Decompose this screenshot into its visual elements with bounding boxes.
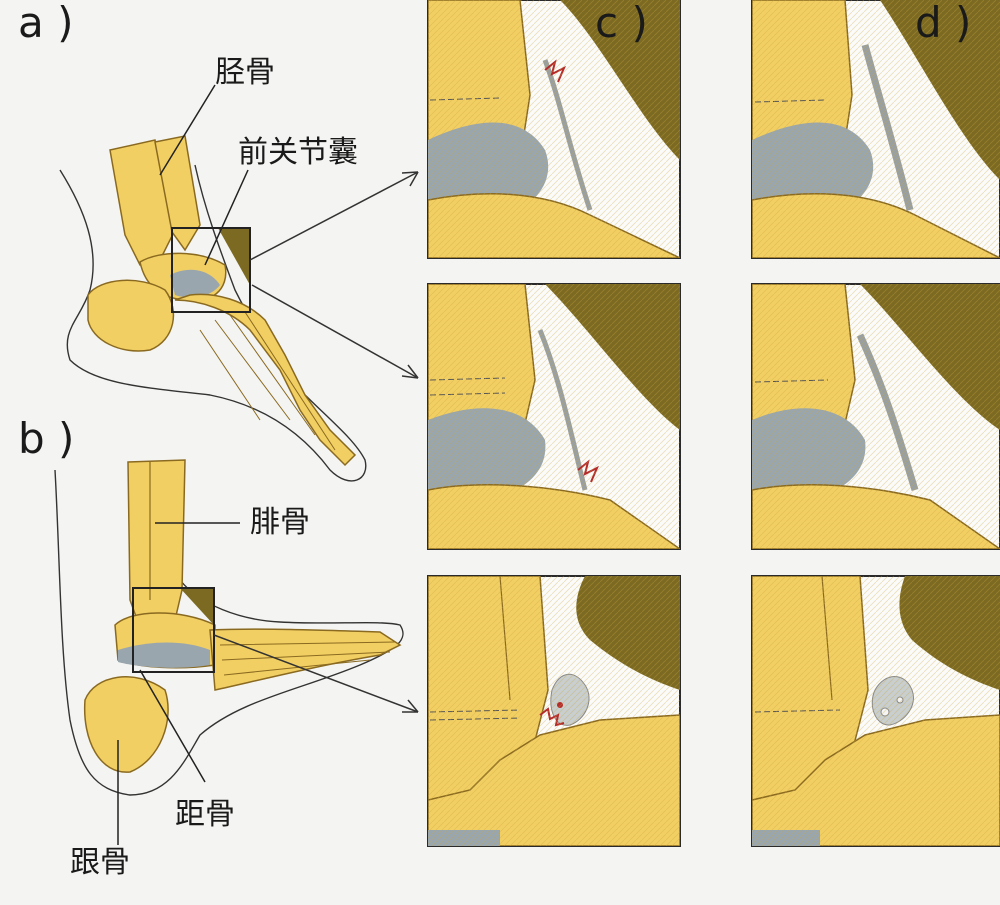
calcaneus-a [87,279,175,352]
panel-c1 [427,0,681,259]
panel-label-d: d ) [915,0,972,47]
soft-tissue-wedge-b [180,588,214,625]
cartilage-a [170,269,220,298]
foot-b [54,459,419,845]
label-tibia: 胫骨 [215,55,275,90]
panel-c2 [427,283,681,550]
label-anterior-capsule: 前关节囊 [238,135,358,170]
label-talus: 距骨 [175,797,235,832]
tibia-fibula-b [127,459,186,623]
panel-c3 [427,575,681,847]
zoom-box-a [171,227,251,313]
panel-label-b: b ) [18,414,75,463]
soft-tissue-wedge-a [218,228,250,285]
panel-d1 [751,0,1000,259]
panel-label-a: a ) [18,0,74,47]
label-calcaneus: 跟骨 [70,845,130,880]
zoom-box-b [132,587,215,673]
panel-d3 [751,575,1000,847]
panel-d2 [751,283,1000,550]
label-fibula: 腓骨 [250,505,310,540]
foot-a [59,84,419,482]
panel-label-c: c ) [595,0,648,47]
skin-outline-b [54,469,404,796]
calcaneus-b [83,676,169,773]
metatarsals-a [174,293,357,467]
cartilage-b [118,642,210,668]
